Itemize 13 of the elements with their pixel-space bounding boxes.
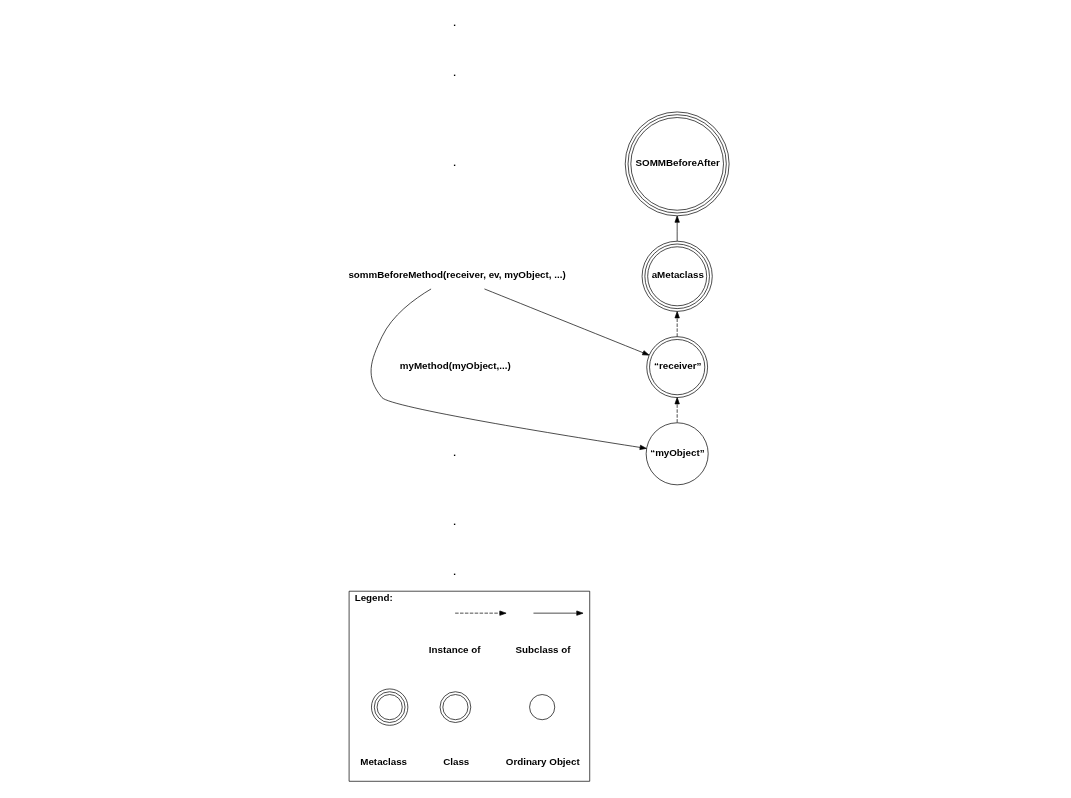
label: . (452, 16, 456, 28)
legend-label: Class (442, 755, 469, 767)
legend-label: Ordinary Object (505, 755, 580, 767)
legend-label: Instance of (428, 644, 480, 656)
legend-label: Subclass of (515, 644, 570, 656)
legend-label: Metaclass (359, 755, 407, 767)
label: . (452, 515, 456, 527)
label: myMethod(myObject,...) (399, 360, 511, 372)
label: . (452, 446, 456, 458)
label: . (452, 565, 456, 577)
label: . (452, 66, 456, 78)
label: . (452, 156, 456, 168)
node-text: sommBeforeMethod(receiver, ev, myObject, ...) (347, 269, 566, 281)
